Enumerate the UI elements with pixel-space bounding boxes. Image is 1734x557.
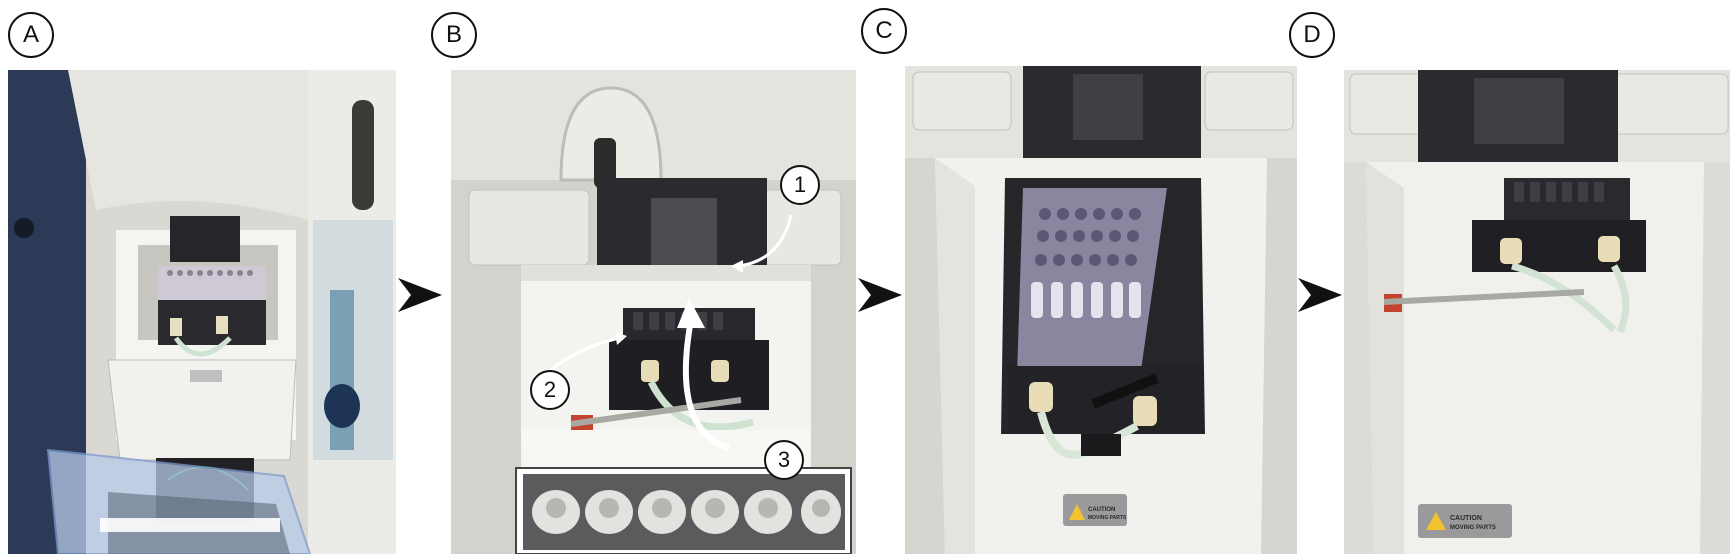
photo-c: CAUTION MOVING PARTS: [905, 66, 1297, 554]
chevron-right-icon: [398, 278, 442, 312]
photo-d: CAUTION MOVING PARTS: [1344, 70, 1730, 554]
photo-a: [8, 70, 396, 554]
callout-marker-2: 2: [530, 370, 570, 410]
callout-marker-3: 3: [764, 440, 804, 480]
photo-b: [451, 70, 856, 554]
callout-marker-1: 1: [780, 165, 820, 205]
svg-text:CAUTION: CAUTION: [1088, 507, 1115, 513]
panel-label-a: A: [8, 12, 54, 58]
panel-label-d: D: [1289, 12, 1335, 58]
warning-triangle-icon: [1426, 512, 1446, 530]
panel-label-c: C: [861, 8, 907, 54]
svg-text:CAUTION: CAUTION: [1450, 515, 1482, 522]
svg-text:MOVING PARTS: MOVING PARTS: [1450, 525, 1496, 531]
panel-label-b: B: [431, 12, 477, 58]
chevron-right-icon: [1298, 278, 1342, 312]
chevron-right-icon: [858, 278, 902, 312]
svg-text:MOVING PARTS: MOVING PARTS: [1088, 515, 1127, 521]
warning-triangle-icon: [1069, 504, 1085, 520]
